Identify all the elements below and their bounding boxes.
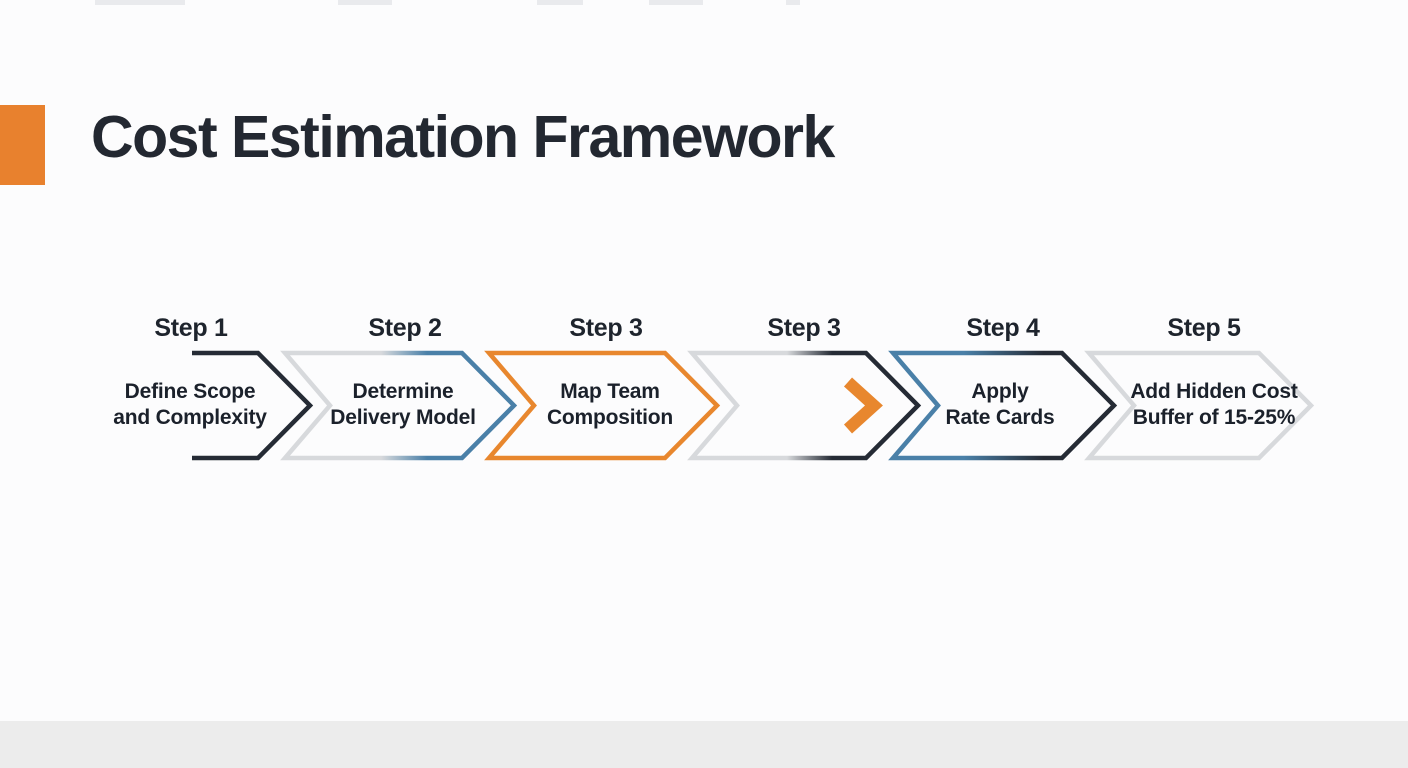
step-label-3b: Step 3 bbox=[767, 314, 841, 342]
step-text-1: Define Scope and Complexity bbox=[75, 379, 305, 431]
chevron-step-4-shape bbox=[888, 350, 1118, 461]
step-label-2: Step 2 bbox=[368, 314, 442, 342]
footer-band bbox=[0, 721, 1408, 768]
chevron-step-3b-shape bbox=[687, 350, 922, 461]
step-text-line: and Complexity bbox=[113, 406, 267, 429]
step-text-3: Map Team Composition bbox=[495, 379, 725, 431]
top-edge-artifact bbox=[649, 0, 703, 5]
step-text-line: Rate Cards bbox=[945, 406, 1055, 429]
step-text-line: Determine bbox=[352, 380, 454, 403]
step-label-5: Step 5 bbox=[1167, 314, 1241, 342]
step-label-3: Step 3 bbox=[569, 314, 643, 342]
chevron-right-icon bbox=[843, 377, 883, 434]
step-text-line: Buffer of 15-25% bbox=[1132, 406, 1296, 429]
page-title: Cost Estimation Framework bbox=[91, 104, 835, 170]
accent-square bbox=[0, 105, 45, 185]
step-text-line: Map Team bbox=[560, 380, 660, 403]
step-text-line: Apply bbox=[971, 380, 1029, 403]
top-edge-artifact bbox=[338, 0, 392, 5]
step-label-1: Step 1 bbox=[154, 314, 228, 342]
chevron-step-3-shape bbox=[484, 350, 721, 461]
step-text-line: Composition bbox=[546, 406, 674, 429]
chevron-step-1-shape bbox=[192, 350, 314, 461]
step-text-4: Apply Rate Cards bbox=[885, 379, 1115, 431]
chevron-step-2-shape bbox=[280, 350, 518, 461]
step-label-4: Step 4 bbox=[966, 314, 1040, 342]
top-edge-artifact bbox=[786, 0, 800, 5]
top-edge-artifact bbox=[95, 0, 185, 5]
step-text-5: Add Hidden Cost Buffer of 15-25% bbox=[1099, 379, 1329, 431]
step-text-2: Determine Delivery Model bbox=[288, 379, 518, 431]
step-text-line: Add Hidden Cost bbox=[1130, 380, 1298, 403]
step-text-line: Define Scope bbox=[124, 380, 256, 403]
top-edge-artifact bbox=[537, 0, 583, 5]
process-flow-diagram bbox=[192, 350, 1315, 461]
chevron-step-5-shape bbox=[1084, 350, 1315, 461]
step-text-line: Delivery Model bbox=[330, 406, 476, 429]
